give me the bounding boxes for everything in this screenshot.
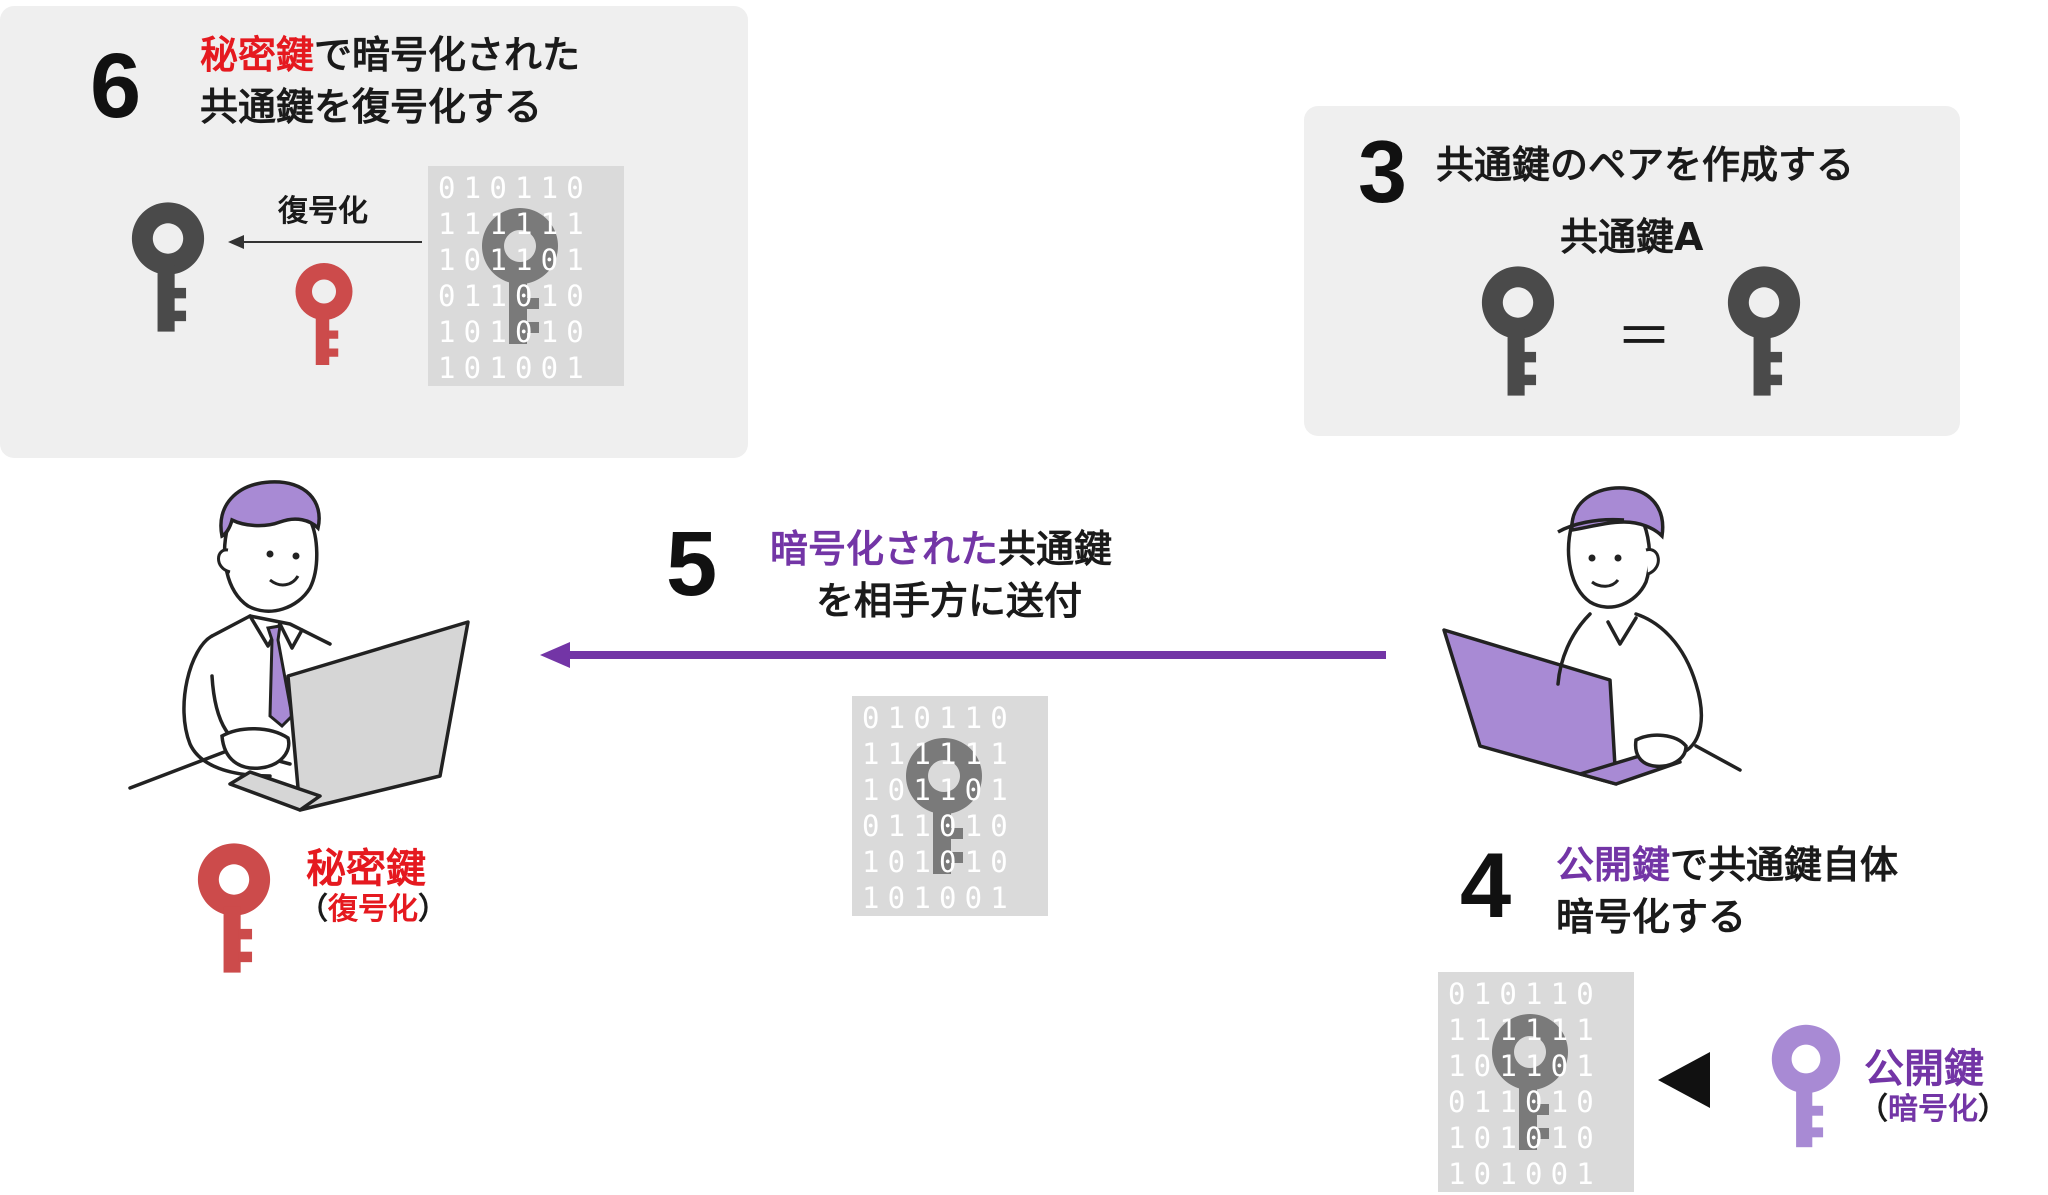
step3-subtitle: 共通鍵A <box>1560 215 1704 259</box>
step6-title-line1: 秘密鍵で暗号化された <box>200 30 580 81</box>
step6-title-line2: 共通鍵を復号化する <box>200 85 543 129</box>
step5-line1: 暗号化された共通鍵 <box>770 524 1112 575</box>
tie <box>266 624 294 729</box>
encrypted-key-icon-step4: 010110 111111 101101 011010 101010 10100… <box>1438 972 1634 1192</box>
hair <box>219 480 321 539</box>
encrypt-arrow <box>1658 1052 1710 1108</box>
step5-emphasis: 暗号化された <box>770 527 999 571</box>
private-key-icon-small <box>294 260 354 368</box>
step6-arrow-label: 復号化 <box>278 194 368 229</box>
common-key-icon-b <box>1726 264 1802 398</box>
step4-rest: で共通鍵自体 <box>1670 843 1899 887</box>
decrypt-arrow <box>228 235 422 249</box>
step4-number: 4 <box>1460 835 1512 937</box>
step4-line2: 暗号化する <box>1556 895 1747 939</box>
equals-sign: ＝ <box>1616 305 1672 370</box>
public-key-sub: （暗号化） <box>1858 1092 2008 1127</box>
public-key-label: 公開鍵 <box>1864 1046 1984 1092</box>
hair <box>1570 486 1665 540</box>
private-key-sub-text: 復号化 <box>328 892 418 927</box>
common-key-icon <box>130 200 206 334</box>
step5-line2: を相手方に送付 <box>816 579 1083 623</box>
binary-digits: 010110 111111 101101 011010 101010 10100… <box>862 701 1016 915</box>
public-key-icon <box>1770 1022 1842 1150</box>
private-key-icon <box>196 840 272 976</box>
step4-emphasis: 公開鍵 <box>1556 843 1671 887</box>
binary-digits: 010110 111111 101101 011010 101010 10100… <box>1448 977 1602 1191</box>
binary-digits: 010110 111111 101101 011010 101010 10100… <box>438 171 592 385</box>
step4-line1: 公開鍵で共通鍵自体 <box>1556 840 1898 891</box>
step5-rest: 共通鍵 <box>998 527 1113 571</box>
step3-title: 共通鍵のペアを作成する <box>1436 143 1855 187</box>
encrypted-key-icon-step5: 010110 111111 101101 011010 101010 10100… <box>852 696 1048 916</box>
laptop-screen <box>1442 628 1618 786</box>
private-key-label: 秘密鍵 <box>306 846 426 892</box>
step5-number: 5 <box>666 513 718 615</box>
laptop-screen <box>286 620 470 812</box>
sender-person-icon <box>1442 486 1742 786</box>
step6-title-emphasis: 秘密鍵 <box>200 33 315 77</box>
receiver-person-icon <box>128 480 470 812</box>
step3-number: 3 <box>1358 122 1407 221</box>
send-arrow <box>540 642 1386 668</box>
encrypted-key-icon-step6: 010110 111111 101101 011010 101010 10100… <box>428 166 624 386</box>
step3-panel <box>1304 106 1960 436</box>
step6-number: 6 <box>90 35 142 137</box>
public-key-sub-text: 暗号化 <box>1888 1092 1978 1127</box>
step6-title-rest: で暗号化された <box>314 33 581 77</box>
common-key-icon-a <box>1480 264 1556 398</box>
private-key-sub: （復号化） <box>298 892 448 927</box>
